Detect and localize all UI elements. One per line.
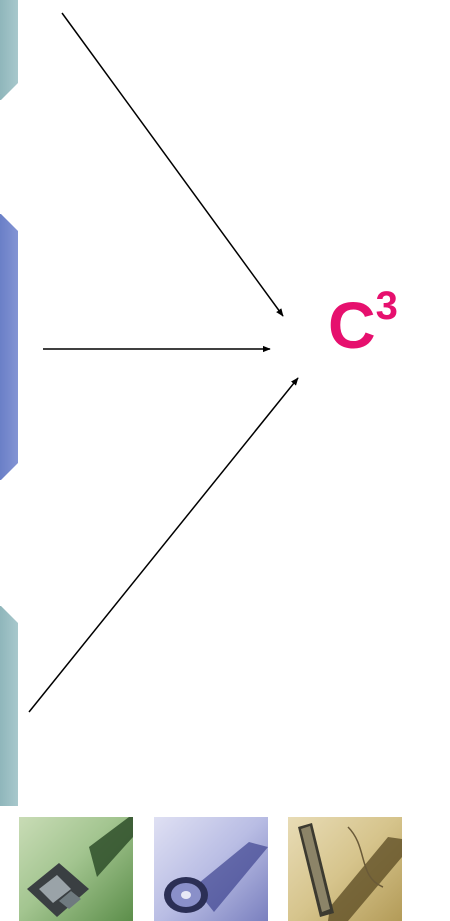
compact-disc-thumbnail [154, 817, 268, 921]
arrow-top-to-c3 [61, 12, 284, 317]
compact-disc-icon [164, 842, 268, 913]
keyboard-icon [298, 823, 402, 921]
floppy-disk-icon [27, 817, 133, 917]
side-block-bottom [0, 606, 19, 806]
c-cubed-exponent: 3 [375, 284, 398, 328]
floppy-disk-thumbnail [19, 817, 133, 921]
side-block-top [0, 0, 19, 100]
side-block-middle [0, 214, 19, 480]
arrow-bottom-to-c3 [28, 377, 299, 713]
c-cubed-base: C [328, 288, 376, 362]
c-cubed-label: C3 [328, 286, 398, 358]
keyboard-thumbnail [288, 817, 402, 921]
